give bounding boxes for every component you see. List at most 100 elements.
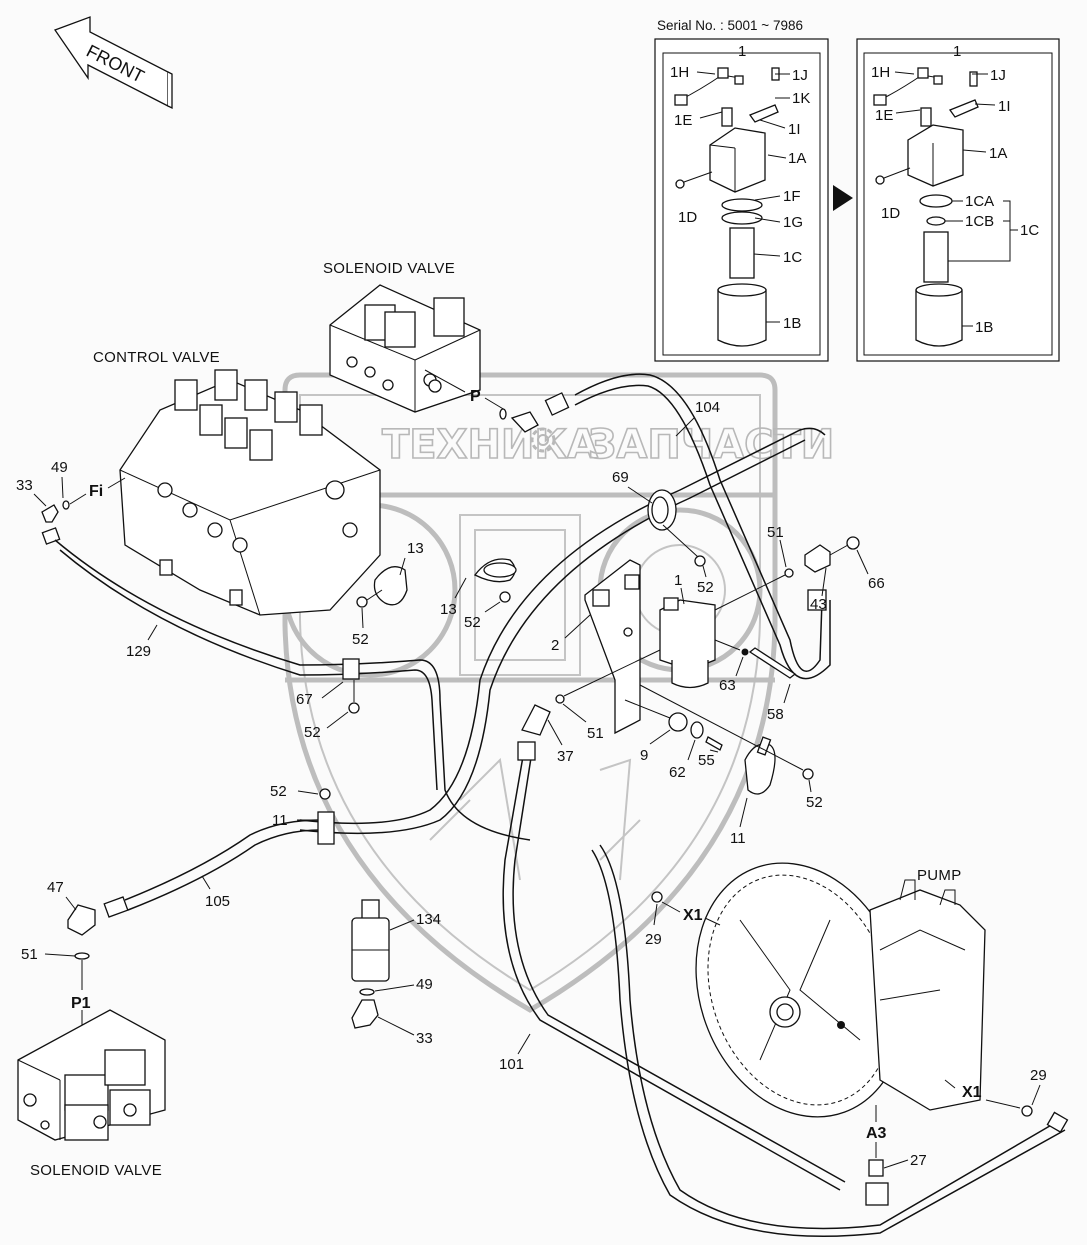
- control-valve-label: CONTROL VALVE: [93, 349, 220, 366]
- inset-new-callouts: 1 1H 1J 1E 1I 1A 1D 1CA 1CB 1C 1B: [871, 43, 1039, 336]
- pump: [695, 862, 986, 1118]
- callout-63: 63: [719, 677, 736, 694]
- elbow-37: [517, 704, 551, 761]
- callout-1J: 1J: [792, 67, 808, 84]
- front-arrow-icon: [53, 16, 173, 110]
- clamp-13a: [373, 557, 408, 606]
- callout-62: 62: [669, 764, 686, 781]
- port-x1-left-label: X1: [683, 907, 703, 924]
- pump-label: PUMP: [917, 867, 962, 884]
- callout-1C: 1C: [1020, 222, 1039, 239]
- fitting-p: [499, 392, 570, 433]
- tee-43: [804, 544, 831, 611]
- callout-1B: 1B: [975, 319, 993, 336]
- callout-47: 47: [47, 879, 64, 896]
- callout-52: 52: [697, 579, 714, 596]
- inset-panel-old: [654, 38, 829, 362]
- callout-1K: 1K: [792, 90, 810, 107]
- port-a3-label: A3: [866, 1125, 887, 1142]
- solenoid-valve-bottom: [17, 1009, 166, 1141]
- grommet-69: [647, 489, 677, 531]
- callout-1CB: 1CB: [965, 213, 994, 230]
- callout-1A: 1A: [788, 150, 806, 167]
- hose-101: [502, 744, 1066, 1238]
- callout-101: 101: [499, 1056, 524, 1073]
- hose-105: [124, 819, 321, 911]
- control-valve: [119, 369, 381, 616]
- clamp-11: [744, 736, 776, 795]
- callout-51: 51: [767, 524, 784, 541]
- callout-1H: 1H: [670, 64, 689, 81]
- callout-1H: 1H: [871, 64, 890, 81]
- clamp-67: [342, 658, 360, 714]
- callout-52: 52: [806, 794, 823, 811]
- callout-52: 52: [304, 724, 321, 741]
- callout-1CA: 1CA: [965, 193, 994, 210]
- watermark-gear-icon: [530, 427, 556, 453]
- clamp-13b: [474, 558, 517, 583]
- watermark-right-word: ЗАПЧАСТИ: [588, 422, 834, 468]
- callout-1I: 1I: [998, 98, 1011, 115]
- port-fi-label: Fi: [89, 483, 103, 500]
- callout-1C: 1C: [783, 249, 802, 266]
- hose-129: [54, 539, 531, 841]
- inset-panel-new: [856, 38, 1060, 362]
- callout-1E: 1E: [674, 112, 692, 129]
- clamp-11a: [317, 788, 335, 845]
- callout-1G: 1G: [783, 214, 803, 231]
- hose-104: [574, 373, 831, 680]
- solenoid-valve-bottom-label: SOLENOID VALVE: [30, 1162, 162, 1179]
- callout-29: 29: [645, 931, 662, 948]
- callout-51: 51: [587, 725, 604, 742]
- port-p-label: P: [470, 388, 481, 405]
- callout-33: 33: [416, 1030, 433, 1047]
- port-p1-label: P1: [71, 995, 91, 1012]
- callout-58: 58: [767, 706, 784, 723]
- callout-11: 11: [730, 830, 746, 847]
- callout-49: 49: [416, 976, 433, 993]
- callout-13: 13: [407, 540, 424, 557]
- hose-upper-long: [299, 427, 826, 835]
- callout-1: 1: [674, 572, 682, 589]
- callout-105: 105: [205, 893, 230, 910]
- port-x1-right-label: X1: [962, 1084, 982, 1101]
- callout-2: 2: [551, 637, 559, 654]
- callout-1: 1: [953, 43, 961, 60]
- callout-55: 55: [698, 752, 715, 769]
- callout-52: 52: [352, 631, 369, 648]
- callout-104: 104: [695, 399, 720, 416]
- callout-1E: 1E: [875, 107, 893, 124]
- callout-1A: 1A: [989, 145, 1007, 162]
- callout-1F: 1F: [783, 188, 801, 205]
- callout-43: 43: [810, 596, 827, 613]
- callout-1I: 1I: [788, 121, 801, 138]
- callout-33: 33: [16, 477, 33, 494]
- callout-37: 37: [557, 748, 574, 765]
- filter-assembly: [623, 597, 716, 689]
- callout-52: 52: [464, 614, 481, 631]
- callout-66: 66: [868, 575, 885, 592]
- callout-27: 27: [910, 1152, 927, 1169]
- callout-1D: 1D: [678, 209, 697, 226]
- callout-9: 9: [640, 747, 648, 764]
- callout-69: 69: [612, 469, 629, 486]
- callout-11: 11: [272, 812, 288, 829]
- solenoid-valve-top: [329, 284, 481, 413]
- callout-13: 13: [440, 601, 457, 618]
- callout-51: 51: [21, 946, 38, 963]
- accumulator-134: [351, 899, 390, 982]
- callout-1: 1: [738, 43, 746, 60]
- serial-note: Serial No. : 5001 ~ 7986: [657, 18, 803, 33]
- inset-old-callouts: 1 1H 1J 1K 1E 1I 1A 1D 1F 1G 1C 1B: [670, 43, 810, 332]
- elbow-47: [67, 896, 129, 936]
- callout-29: 29: [1030, 1067, 1047, 1084]
- callout-52: 52: [270, 783, 287, 800]
- callout-49: 49: [51, 459, 68, 476]
- watermark-left-word: ТЕХНИКА: [382, 422, 598, 468]
- arrow-right-icon: [833, 185, 853, 211]
- callout-1B: 1B: [783, 315, 801, 332]
- solenoid-valve-top-label: SOLENOID VALVE: [323, 260, 455, 277]
- bracket-plate: [584, 559, 641, 735]
